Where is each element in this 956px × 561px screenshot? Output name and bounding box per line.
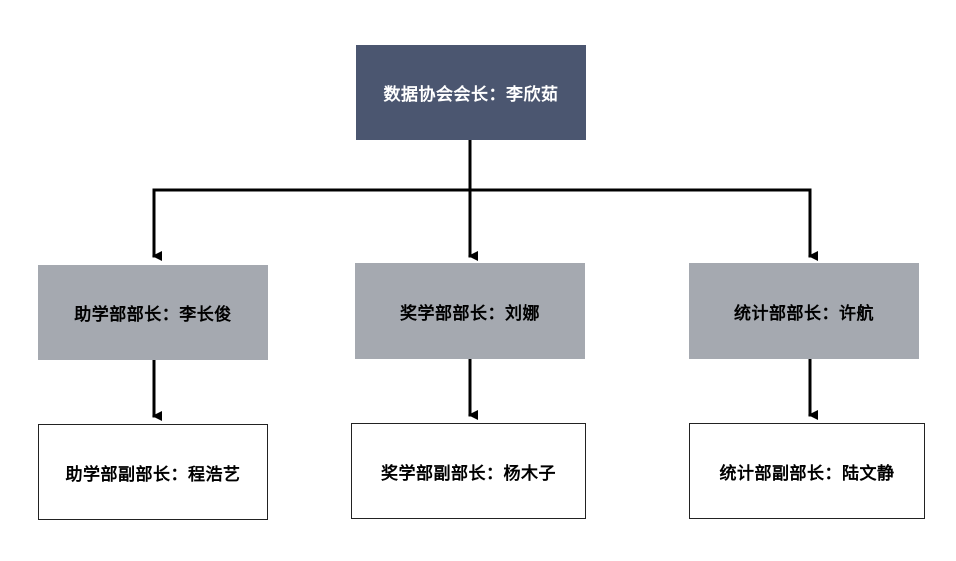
department-head-label-1: 助学部部长：李长俊 (74, 305, 232, 325)
root-node-label: 数据协会会长：李欣茹 (383, 85, 559, 105)
department-head-node-3: 统计部部长：许航 (689, 263, 919, 359)
deputy-label-3: 统计部副部长：陆文静 (719, 463, 895, 484)
deputy-label-2: 奖学部副部长：杨木子 (381, 463, 556, 484)
department-head-label-2: 奖学部部长：刘娜 (400, 303, 540, 324)
deputy-node-1: 助学部副部长：程浩艺 (38, 424, 268, 520)
deputy-node-2: 奖学部副部长：杨木子 (351, 423, 586, 519)
deputy-label-1: 助学部副部长：程浩艺 (65, 464, 241, 485)
department-head-node-2: 奖学部部长：刘娜 (355, 263, 585, 359)
department-head-node-1: 助学部部长：李长俊 (38, 265, 268, 360)
deputy-node-3: 统计部副部长：陆文静 (689, 423, 925, 519)
root-node: 数据协会会长：李欣茹 (356, 45, 586, 140)
department-head-label-3: 统计部部长：许航 (734, 303, 874, 324)
